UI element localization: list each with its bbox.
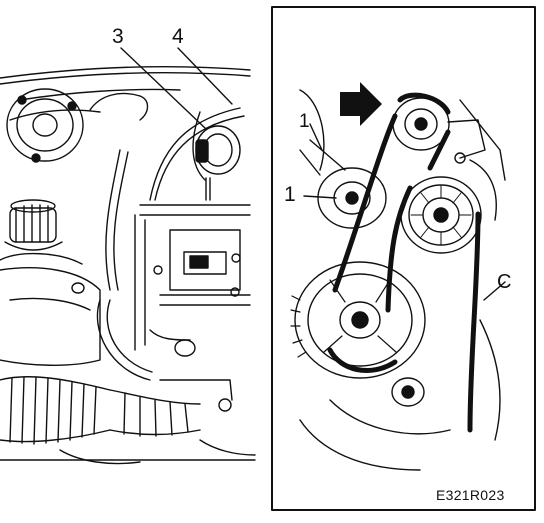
tensioner-pulley [299, 149, 387, 229]
engine-bay-view [0, 47, 256, 465]
strut-mount [6, 88, 84, 163]
callout-3: 3 [112, 25, 124, 48]
drive-belt [327, 92, 481, 433]
callout-1-upper: 1 [299, 111, 310, 132]
air-intake-hose [0, 376, 201, 445]
arrow-icon [340, 82, 382, 126]
power-steering-pulley [391, 377, 425, 407]
belt-drive-detail [271, 6, 536, 511]
engine-cover [149, 107, 245, 201]
callout-c: C [497, 271, 512, 293]
callout-1-lower: 1 [284, 183, 296, 206]
figure-code: E321R023 [436, 487, 505, 503]
reservoir-cap [0, 199, 83, 265]
detail-frame [271, 6, 536, 511]
crankshaft-pulley [290, 261, 426, 379]
alternator-pulley [400, 176, 482, 254]
cylinder-head [134, 204, 251, 357]
callout-4: 4 [172, 25, 184, 48]
